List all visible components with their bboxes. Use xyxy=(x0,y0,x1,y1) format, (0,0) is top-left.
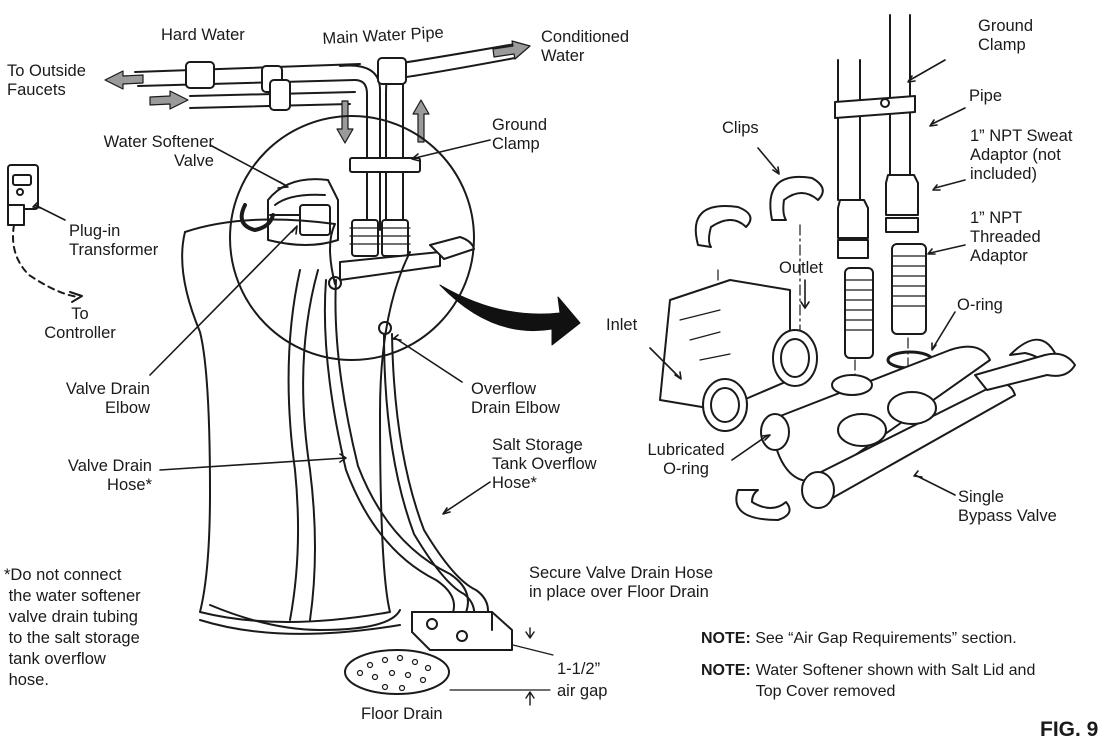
label-outlet: Outlet xyxy=(779,259,824,277)
clip-upper-left xyxy=(694,205,752,248)
label-inlet: Inlet xyxy=(606,316,638,334)
label-plug-in-transformer: Plug-in Transformer xyxy=(69,222,159,259)
label-sweat-adaptor: 1” NPT Sweat Adaptor (not included) xyxy=(970,127,1073,183)
note-label: NOTE: xyxy=(701,662,751,679)
label-hard-water: Hard Water xyxy=(161,26,245,44)
softener-tank-drawing xyxy=(181,218,411,635)
arrow-conditioned-out xyxy=(492,40,531,60)
flow-arrows xyxy=(104,40,531,144)
label-valve-drain-elbow: Valve Drain Elbow xyxy=(65,380,150,417)
note-label: NOTE: xyxy=(701,630,751,647)
label-water-softener-valve: Water Softener Valve xyxy=(103,133,214,170)
label-pipe: Pipe xyxy=(969,87,1003,105)
magnified-view-circle xyxy=(229,115,475,361)
outlet-port xyxy=(772,329,818,387)
arrow-up-outlet xyxy=(412,99,430,143)
note-air-gap-text: See “Air Gap Requirements” section. xyxy=(755,630,1017,647)
label-salt-storage-overflow: Salt Storage Tank Overflow Hose* xyxy=(492,436,597,492)
arrow-hard-water-in xyxy=(149,90,189,110)
label-air-gap: 1-1/2” air gap xyxy=(557,660,608,700)
label-floor-drain: Floor Drain xyxy=(361,705,443,723)
bypass-valve-handle xyxy=(974,352,1076,391)
label-overflow-drain-elbow: Overflow Drain Elbow xyxy=(471,380,560,417)
exploded-view-drawing xyxy=(659,14,1076,521)
ground-clamp-band xyxy=(349,157,421,173)
label-valve-drain-hose: Valve Drain Hose* xyxy=(67,457,152,494)
label-to-controller: To Controller xyxy=(44,305,116,342)
clip-upper-right xyxy=(769,175,824,221)
bypass-handle xyxy=(429,236,475,260)
label-secure-valve-drain: Secure Valve Drain Hose in place over Fl… xyxy=(529,564,714,601)
inlet-port xyxy=(702,378,748,432)
softener-valve-drawing xyxy=(239,157,475,335)
label-threaded-adaptor: 1” NPT Threaded Adaptor xyxy=(970,209,1041,265)
label-single-bypass-valve: Single Bypass Valve xyxy=(958,488,1057,525)
label-conditioned-water: Conditioned Water xyxy=(541,28,630,65)
label-do-not-connect: *Do not connect the water softener valve… xyxy=(4,566,141,689)
ground-clamp-right-band xyxy=(834,95,916,119)
label-ground-clamp-left: Ground Clamp xyxy=(492,116,548,153)
arrow-down-inlet xyxy=(336,100,354,144)
label-to-outside-faucets: To Outside Faucets xyxy=(7,62,86,99)
clip-bottom xyxy=(735,489,791,521)
main-water-pipe-drawing xyxy=(134,43,516,231)
note-air-gap: NOTE: See “Air Gap Requirements” section… xyxy=(701,628,1017,649)
label-ground-clamp-right: Ground Clamp xyxy=(978,17,1034,54)
floor-drain-drawing xyxy=(344,611,554,706)
note-salt-lid-text: Water Softener shown with Salt Lid and T… xyxy=(755,662,1036,700)
label-lubricated-o-ring: Lubricated O-ring xyxy=(647,441,725,478)
drain-hoses xyxy=(323,279,489,626)
figure-number: FIG. 9 xyxy=(1040,718,1099,741)
plug-in-transformer-drawing xyxy=(7,164,83,303)
leader-lines xyxy=(32,59,966,515)
magnify-arrow xyxy=(439,284,581,346)
label-clips: Clips xyxy=(722,119,759,137)
label-o-ring: O-ring xyxy=(957,296,1003,314)
note-salt-lid: NOTE: Water Softener shown with Salt Lid… xyxy=(701,660,1035,702)
arrow-to-faucets xyxy=(104,70,144,90)
